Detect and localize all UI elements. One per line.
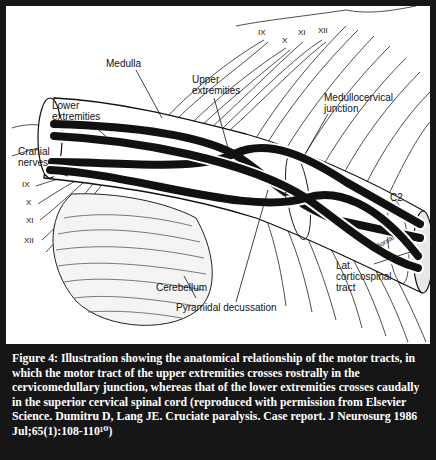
anatomy-label: XII bbox=[24, 236, 34, 245]
figure-caption: Figure 4: Illustration showing the anato… bbox=[12, 351, 426, 439]
anatomy-label: Cranial nerves bbox=[18, 146, 68, 168]
anatomy-label: Cerebellum bbox=[156, 282, 207, 293]
anatomy-label: Medulla bbox=[106, 58, 141, 69]
anatomy-label: IX bbox=[258, 28, 266, 37]
spinal-cord bbox=[38, 98, 430, 293]
anatomy-label: X bbox=[282, 36, 287, 45]
spinal-cord-illustration bbox=[6, 6, 430, 344]
anatomy-label: X bbox=[26, 198, 31, 207]
anatomy-label: Lat. corticospinal tract bbox=[336, 260, 408, 293]
illustration-panel: IX X XI XII MedullaUpper extremitiesLower ex… bbox=[6, 6, 430, 344]
caption-text: Figure 4: Illustration showing the anato… bbox=[12, 351, 419, 438]
anatomy-label: Pyramidal decussation bbox=[176, 302, 296, 313]
anatomy-label: XI bbox=[26, 216, 34, 225]
motor-tracts bbox=[50, 124, 420, 268]
anatomy-label: C1 bbox=[284, 190, 297, 201]
anatomy-label: Upper extremities bbox=[192, 74, 254, 96]
anatomy-label: Medullocervical junction bbox=[324, 92, 416, 114]
anatomy-label: C2 bbox=[390, 192, 403, 203]
anatomy-label: XII bbox=[318, 26, 328, 35]
anatomy-label: IX bbox=[22, 180, 30, 189]
anatomy-label: Lower extremities bbox=[52, 100, 114, 122]
anatomy-label: XI bbox=[298, 28, 306, 37]
